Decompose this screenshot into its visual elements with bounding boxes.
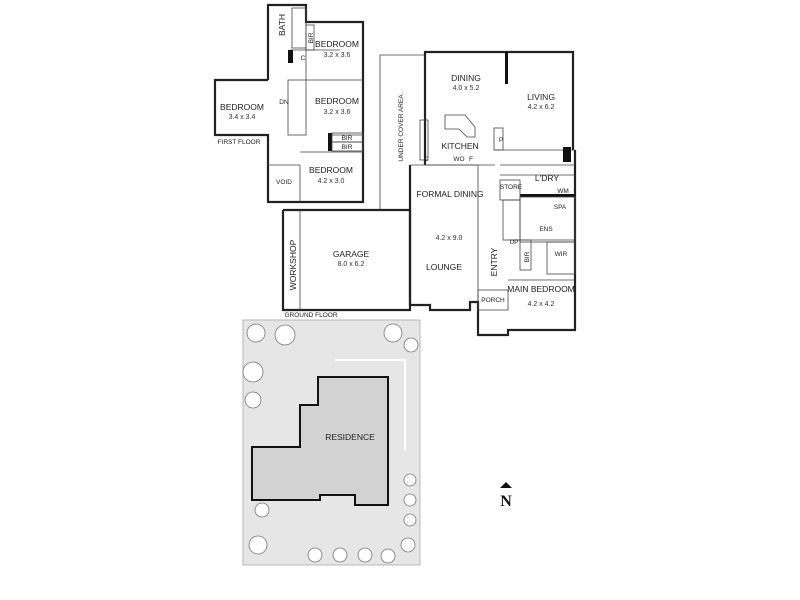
room-size: 3.2 x 3.6	[324, 109, 351, 116]
stairs	[287, 79, 307, 136]
room-size: 4.2 x 6.2	[528, 104, 555, 111]
room-label-store: STORE	[500, 184, 523, 191]
pantry-label: P	[499, 137, 503, 144]
room-label-bath: BATH	[277, 14, 287, 36]
north-label: N	[500, 493, 512, 510]
room-size: 4.0 x 5.2	[453, 85, 480, 92]
cupboard-label: C	[424, 156, 429, 163]
kitchen-island	[444, 114, 476, 138]
fridge-label: F	[469, 156, 473, 163]
room-label-workshop: WORKSHOP	[288, 239, 298, 290]
wall-oven-label: WO	[453, 156, 464, 163]
room-label-porch: PORCH	[481, 297, 505, 304]
room-label-laundry: L'DRY	[535, 173, 559, 183]
ground-floor-plan: DINING 4.0 x 5.2 LIVING 4.2 x 6.2 KITCHE…	[281, 50, 577, 337]
room-label-living: LIVING	[527, 92, 555, 102]
stairs-down-label: DN	[279, 99, 289, 106]
room-label-formal-dining: FORMAL DINING	[416, 189, 483, 199]
room-size: 4.2 x 9.0	[436, 235, 463, 242]
room-label-kitchen: KITCHEN	[441, 141, 478, 151]
stairs	[502, 199, 521, 241]
bathtub	[291, 7, 307, 49]
room-size: 4.2 x 4.2	[528, 301, 555, 308]
room-label-lounge: LOUNGE	[426, 262, 462, 272]
room-label-bedroom: BEDROOM	[315, 39, 359, 49]
room-label-bedroom: BEDROOM	[309, 165, 353, 175]
room-label-bir: BIR	[524, 251, 531, 262]
room-label-spa: SPA	[554, 204, 567, 211]
trees	[242, 323, 419, 564]
room-label-garage: GARAGE	[333, 249, 370, 259]
room-size: 3.4 x 3.4	[229, 114, 256, 121]
north-arrow-icon	[500, 482, 512, 488]
room-label-bedroom: BEDROOM	[220, 102, 264, 112]
room-label-dining: DINING	[451, 73, 481, 83]
cupboard-label: C	[301, 55, 306, 62]
room-size: 4.2 x 3.0	[318, 178, 345, 185]
residence-label: RESIDENCE	[325, 432, 375, 442]
room-label-main-bedroom: MAIN BEDROOM	[507, 284, 575, 294]
room-label-void: VOID	[276, 179, 292, 186]
room-label-ens: ENS	[539, 226, 553, 233]
residence-footprint	[251, 376, 389, 506]
site-plan: RESIDENCE	[242, 319, 421, 566]
room-label-wir: WIR	[555, 251, 568, 258]
first-floor-label: FIRST FLOOR	[218, 139, 261, 146]
room-size: 8.0 x 6.2	[338, 261, 365, 268]
room-label-entry: ENTRY	[489, 247, 499, 276]
room-label-under-cover-area: UNDER COVER AREA	[398, 94, 405, 162]
bir-label: BIR	[308, 32, 315, 43]
first-floor-plan: BATH BEDROOM 3.2 x 3.6 BEDROOM 3.2 x 3.6…	[213, 3, 365, 204]
bir-label: BIR	[342, 135, 353, 142]
ground-floor-label: GROUND FLOOR	[284, 312, 337, 319]
north-arrow: N	[500, 482, 512, 510]
stairs-up-label: UP	[509, 239, 518, 246]
room-size: 3.2 x 3.6	[324, 52, 351, 59]
bir-label: BIR	[342, 144, 353, 151]
washing-machine-label: WM	[557, 188, 569, 195]
room-label-bedroom: BEDROOM	[315, 96, 359, 106]
